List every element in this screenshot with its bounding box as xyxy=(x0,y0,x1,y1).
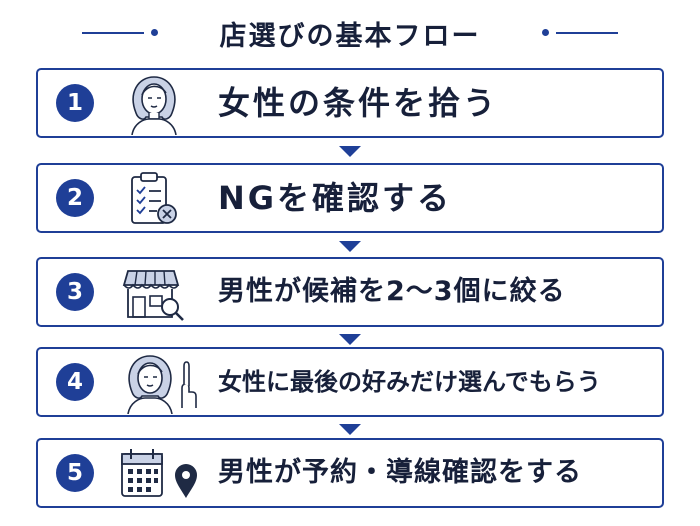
step-4-box: 4 女性に最後の好みだけ選んでもらう xyxy=(36,347,664,417)
diagram-title: 店選びの基本フロー xyxy=(219,21,481,52)
title-dot-left xyxy=(151,29,158,36)
storefront-search-icon xyxy=(122,270,184,321)
flow-arrow-1 xyxy=(339,146,361,157)
clipboard-checklist-icon xyxy=(131,172,177,224)
step-number-badge: 4 xyxy=(56,363,94,401)
calendar-and-map-pin-icon xyxy=(121,449,197,498)
step-1-label: 女性の条件を拾う xyxy=(218,84,499,122)
flow-arrow-3 xyxy=(339,334,361,345)
flow-arrow-4 xyxy=(339,424,361,435)
step-5-label: 男性が予約・導線確認をする xyxy=(218,457,582,488)
step-number-badge: 2 xyxy=(56,179,94,217)
step-4-label: 女性に最後の好みだけ選んでもらう xyxy=(218,368,601,396)
step-3-box: 3 男性が候補を2〜3個に絞る xyxy=(36,257,664,327)
title-rule-right xyxy=(556,32,618,34)
step-3-label: 男性が候補を2〜3個に絞る xyxy=(218,276,566,307)
woman-pointing-icon xyxy=(127,355,197,414)
woman-portrait-icon xyxy=(131,76,177,135)
step-5-box: 5 男性が予約・導線確認をする xyxy=(36,438,664,508)
step-2-box: 2 NGを確認する xyxy=(36,163,664,233)
step-2-label: NGを確認する xyxy=(218,179,453,217)
title-rule-left xyxy=(82,32,144,34)
step-1-box: 1 女性の条件を拾う xyxy=(36,68,664,138)
flow-arrow-2 xyxy=(339,241,361,252)
step-number-badge: 5 xyxy=(56,454,94,492)
step-number-badge: 3 xyxy=(56,273,94,311)
title-row: 店選びの基本フロー xyxy=(0,8,700,58)
title-dot-right xyxy=(542,29,549,36)
step-number-badge: 1 xyxy=(56,84,94,122)
